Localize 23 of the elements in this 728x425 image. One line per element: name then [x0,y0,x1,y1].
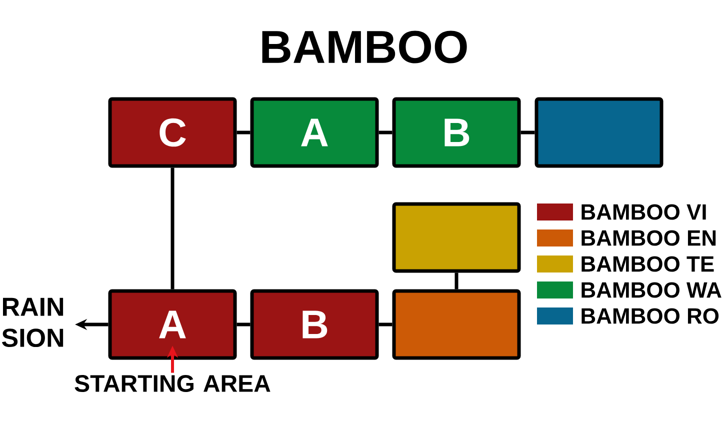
area-box [392,202,521,273]
connector-line [170,168,174,290]
connector-line [378,322,392,326]
legend-label: BAMBOO TE [582,256,714,272]
title: BAMBOO [262,30,467,64]
area-box: A [108,289,237,360]
legend-label: BAMBOO EN [582,230,716,246]
connector-line [378,130,392,134]
legend-label: BAMBOO RO [582,308,719,324]
area-box: B [392,97,521,168]
legend-label: BAMBOO WA [582,282,722,298]
legend-label: BAMBOO VI [582,204,706,220]
area-box: B [250,289,379,360]
connector-line [454,272,458,290]
connector-line [236,322,250,326]
area-box: C [108,97,237,168]
area-box [392,289,521,360]
connector-line [520,130,535,134]
area-box: A [250,97,379,168]
connector-line [236,130,250,134]
callout-label: STARTING AREA [74,375,270,392]
exit-label: RAIN SION [2,298,64,348]
area-box [534,97,664,168]
